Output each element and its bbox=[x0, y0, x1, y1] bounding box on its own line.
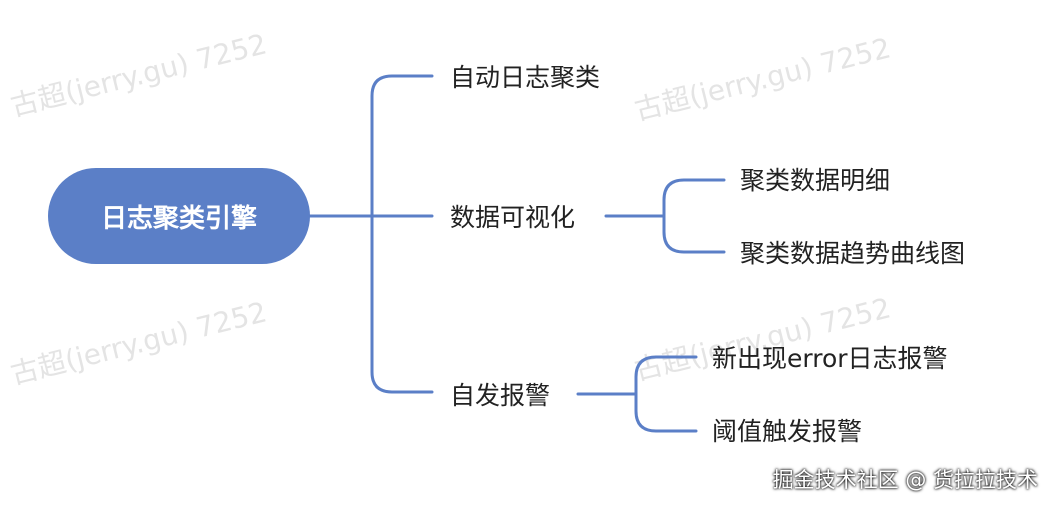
leaf-cluster-trend-chart[interactable]: 聚类数据趋势曲线图 bbox=[740, 239, 966, 268]
root-node[interactable]: 日志聚类引擎 bbox=[48, 168, 310, 264]
leaf-cluster-data-detail[interactable]: 聚类数据明细 bbox=[740, 166, 891, 195]
connector-alert-children bbox=[634, 355, 698, 433]
branch-self-alerting[interactable]: 自发报警 bbox=[450, 381, 551, 410]
branch-auto-clustering[interactable]: 自动日志聚类 bbox=[450, 63, 601, 92]
leaf-threshold-alert[interactable]: 阈值触发报警 bbox=[712, 417, 863, 446]
connector-visualization-children bbox=[662, 178, 726, 254]
source-credit: 掘金技术社区 @ 货拉拉技术 bbox=[772, 468, 1038, 492]
branch-data-visualization[interactable]: 数据可视化 bbox=[450, 203, 576, 232]
leaf-new-error-alert[interactable]: 新出现error日志报警 bbox=[712, 344, 948, 373]
root-node-label: 日志聚类引擎 bbox=[100, 203, 257, 234]
connector-root-branches bbox=[370, 74, 434, 394]
